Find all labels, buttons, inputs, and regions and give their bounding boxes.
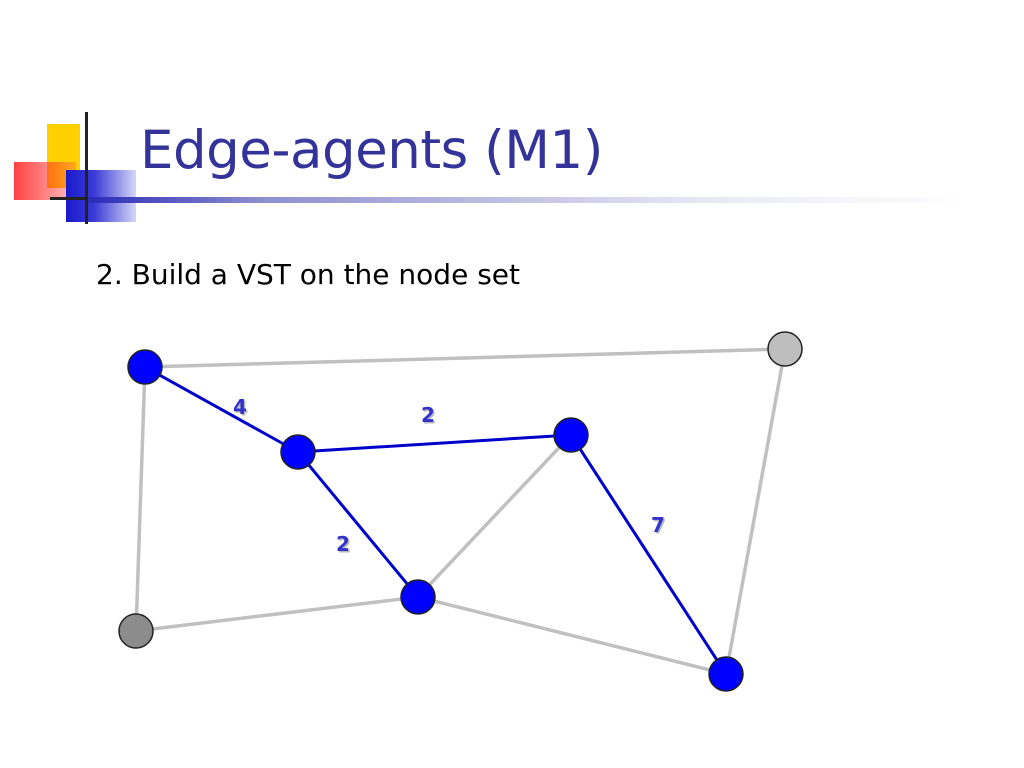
edge-weight-label-b-c: 2 (421, 403, 435, 427)
edge-d-c (416, 433, 573, 599)
title-decoration-blue (66, 170, 136, 222)
edges-layer (134, 347, 787, 676)
edge-f-e (724, 348, 787, 675)
node-d (400, 579, 436, 615)
edge-label-shadow-b-c: 2 (423, 405, 437, 429)
nodes-layer (118, 331, 803, 692)
title-decoration-vertical-line (85, 112, 88, 224)
edge-a-f (144, 347, 786, 369)
title-decoration-horizontal-line (50, 197, 90, 200)
node-c (553, 417, 589, 453)
edge-label-shadow-b-d: 2 (338, 534, 352, 558)
node-g (118, 613, 154, 649)
title-decoration-red (14, 162, 76, 200)
edge-b-c (297, 433, 572, 454)
edge-b-d (296, 451, 420, 598)
edge-g-d (135, 595, 419, 633)
edge-a-g (134, 366, 147, 632)
slide-subtitle: 2. Build a VST on the node set (96, 258, 520, 291)
edge-a-b (144, 365, 299, 454)
edge-d-e (417, 595, 727, 676)
node-f (767, 331, 803, 367)
edge-c-e (569, 434, 728, 675)
node-a (127, 349, 163, 385)
slide-title: Edge-agents (M1) (140, 120, 603, 181)
node-b (280, 434, 316, 470)
edge-weight-label-b-d: 2 (336, 532, 350, 556)
edge-label-shadow-a-b: 4 (235, 397, 249, 421)
node-e (708, 656, 744, 692)
title-underline (88, 197, 968, 203)
edge-weight-label-a-b: 4 (233, 395, 247, 419)
edge-label-shadow-c-e: 7 (653, 515, 667, 539)
edge-weight-label-c-e: 7 (651, 513, 665, 537)
